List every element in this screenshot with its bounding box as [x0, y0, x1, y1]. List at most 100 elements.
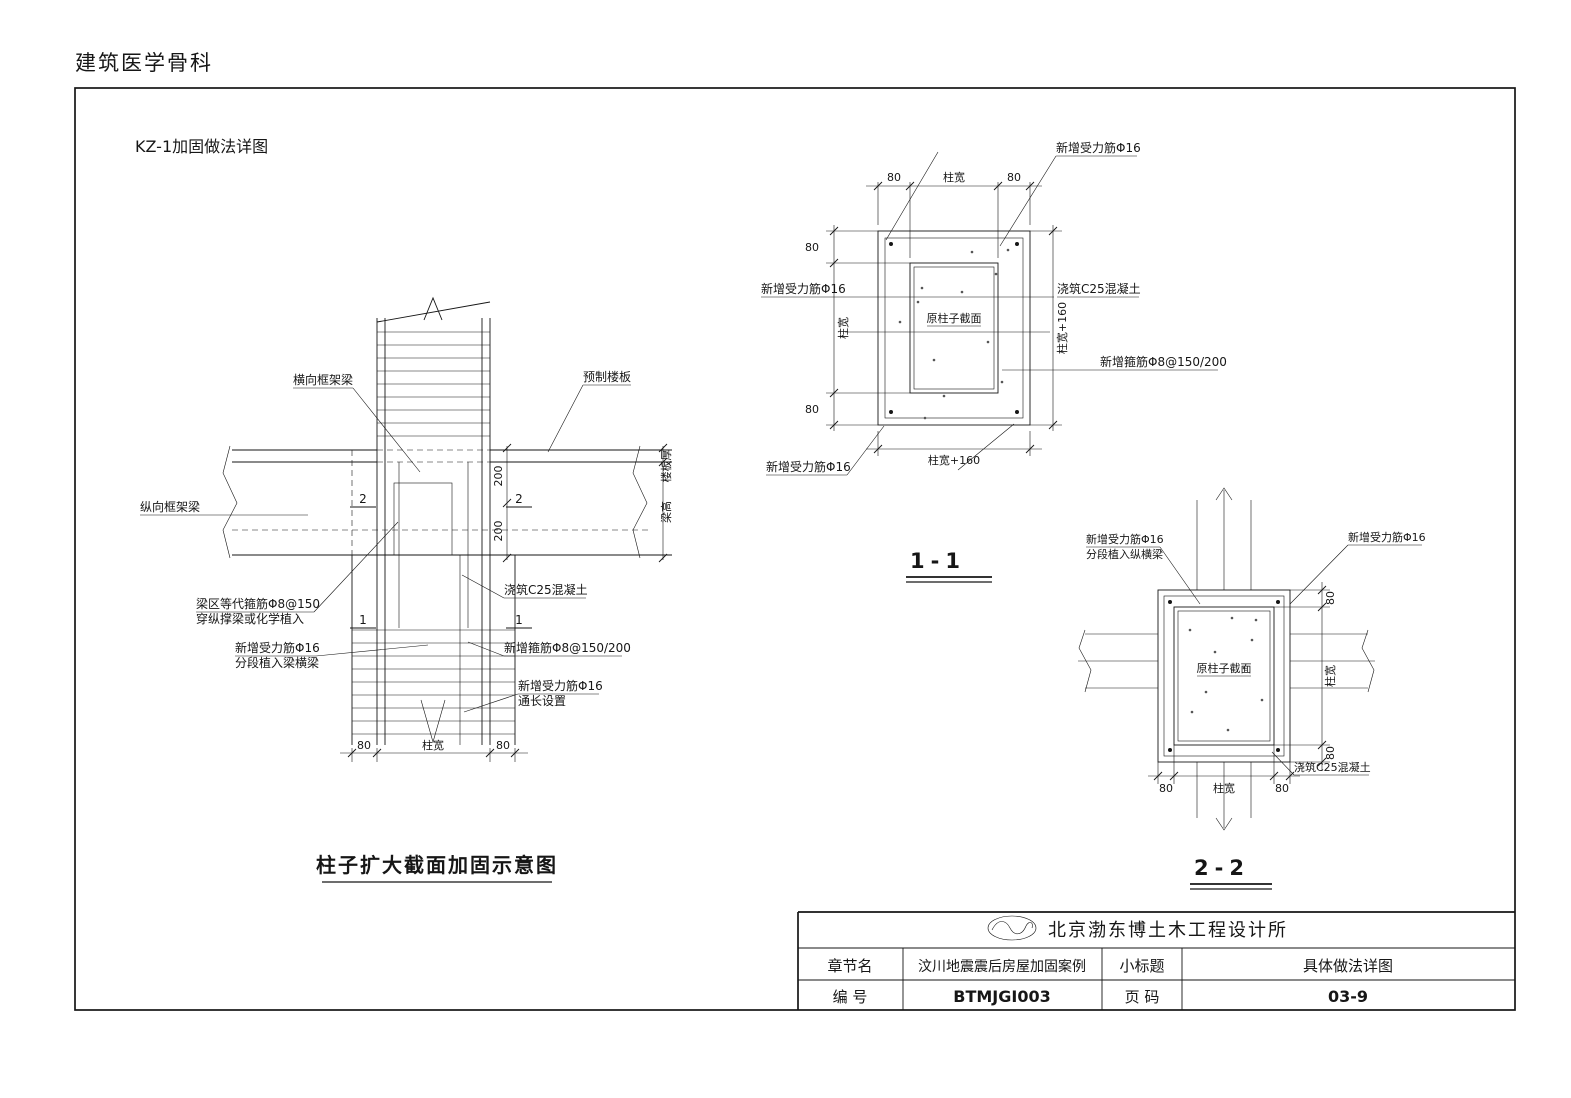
elevation-view: 2 2 1 1 200 200 楼板厚 梁高 80 柱宽 80 横向框架梁 预制… — [140, 296, 673, 883]
label-underlines — [761, 155, 1218, 476]
dim-top-ticks — [873, 181, 1035, 191]
title-block-outline — [797, 911, 1515, 1010]
jacket-outer-rect — [877, 230, 1031, 426]
dim-left-ext — [826, 225, 910, 431]
dim-left-80-top: 80 — [805, 241, 819, 254]
upper-tie-lines — [377, 331, 490, 437]
section-2-2-view: 80 柱宽 80 80 柱宽 80 新增受力筋Φ16 分段植入纵横梁 新增受力筋… — [1078, 487, 1426, 890]
concrete-speckles — [1188, 616, 1264, 732]
dim-left-80-bottom: 80 — [805, 403, 819, 416]
company-name: 北京渤东博土木工程设计所 — [1048, 920, 1288, 941]
label-new-main-bar-full: 新增受力筋Φ16 — [518, 678, 603, 693]
label-new-main-bar-left: 新增受力筋Φ16 — [761, 281, 846, 296]
site-watermark: 建筑医学骨科 — [75, 51, 213, 75]
leader-lines — [200, 384, 584, 713]
label-precast-slab: 预制楼板 — [583, 369, 631, 384]
break-symbols — [1078, 487, 1375, 831]
slab-beam-lines — [232, 449, 672, 556]
section-mark-2-right: 2 — [515, 492, 523, 506]
page-value: 03-9 — [1328, 987, 1368, 1006]
dim-bottom-80-left: 80 — [1159, 782, 1173, 795]
leader-lines — [842, 151, 1100, 476]
label-transverse-frame-beam: 横向框架梁 — [293, 372, 353, 387]
label-beam-zone-stirrup-2: 穿纵撑梁或化学植入 — [196, 611, 304, 626]
dim-right-80-top: 80 — [1324, 591, 1337, 605]
dim-top-80-right: 80 — [1007, 171, 1021, 184]
column-bottom-mark — [420, 699, 446, 744]
original-column-edges — [398, 462, 469, 745]
dim-col-width-label: 柱宽 — [422, 738, 444, 752]
corner-rebar-dots — [889, 242, 1019, 414]
dim-200-ticks — [502, 443, 512, 563]
dim-right-ext — [1274, 582, 1330, 770]
sheet-border — [74, 87, 1516, 1011]
section-1-1-view: 80 柱宽 80 80 柱宽 80 柱宽+160 柱宽+160 新增受力筋Φ16… — [761, 140, 1227, 583]
leader-lines — [1159, 544, 1349, 776]
label-new-main-bar-right: 新增受力筋Φ16 — [1348, 530, 1426, 544]
dim-bottom-col-width: 柱宽 — [1213, 781, 1235, 795]
page-label: 页 码 — [1125, 988, 1160, 1006]
dim-left-ticks — [829, 226, 839, 430]
jacket-edges — [351, 555, 516, 745]
lower-tie-lines — [352, 629, 515, 735]
elevation-caption: 柱子扩大截面加固示意图 — [316, 853, 558, 877]
original-column-rect — [1173, 606, 1275, 746]
label-original-column-section: 原柱子截面 — [927, 311, 982, 325]
dim-bottom-col-plus160: 柱宽+160 — [928, 453, 980, 467]
label-new-main-bar-left: 新增受力筋Φ16 — [1086, 532, 1164, 546]
chapter-value: 汶川地震震后房屋加固案例 — [918, 958, 1086, 975]
dim-bottom-ext — [866, 431, 1042, 456]
label-new-main-bar-beam: 新增受力筋Φ16 — [235, 640, 320, 655]
dim-bottom-80-right: 80 — [1275, 782, 1289, 795]
dim-200-bottom: 200 — [492, 521, 505, 542]
dim-bottom-ext — [1148, 745, 1300, 784]
label-underlines — [1086, 544, 1422, 776]
dim-right-col-plus160: 柱宽+160 — [1055, 302, 1069, 354]
drawing-title: KZ-1加固做法详图 — [135, 137, 268, 156]
label-longitudinal-frame-beam: 纵向框架梁 — [140, 499, 200, 514]
label-underlines — [140, 384, 631, 695]
dim-slab-beam-ticks — [658, 443, 668, 563]
joint-stirrup-box — [393, 482, 453, 556]
number-value: BTMJGI003 — [953, 987, 1050, 1006]
company-logo — [987, 915, 1037, 941]
label-new-main-bar-full-2: 通长设置 — [518, 694, 566, 708]
label-new-stirrup: 新增箍筋Φ8@150/200 — [504, 640, 631, 655]
label-original-column-section: 原柱子截面 — [1197, 661, 1252, 675]
chapter-label: 章节名 — [827, 957, 872, 975]
section-mark-1-right: 1 — [515, 613, 523, 627]
dim-right-ext — [1030, 225, 1062, 431]
hidden-beam-lines — [232, 449, 652, 555]
label-cast-concrete: 浇筑C25混凝土 — [1057, 281, 1141, 296]
original-column-rect-inner — [913, 266, 995, 390]
jacket-inner-rect — [1163, 595, 1285, 757]
dim-bottom-ticks — [1153, 771, 1295, 781]
concrete-speckles — [898, 248, 1010, 420]
dim-200-top: 200 — [492, 466, 505, 487]
dim-bottom-ext — [340, 748, 528, 762]
beam-break-right — [632, 445, 648, 559]
original-column-rect-inner — [1177, 610, 1271, 742]
section-mark-2-left: 2 — [359, 492, 367, 506]
dim-left-col-width: 柱宽 — [836, 317, 850, 339]
dim-bottom-ticks — [347, 748, 520, 758]
label-cast-concrete: 浇筑C25混凝土 — [1294, 760, 1371, 774]
dim-right-ticks — [1317, 585, 1327, 767]
section-1-1-title: 1-1 — [910, 549, 966, 573]
dim-80-right-label: 80 — [496, 739, 510, 752]
dim-right-col-width: 柱宽 — [1323, 665, 1337, 687]
number-label: 编 号 — [833, 988, 868, 1006]
subtitle-label: 小标题 — [1119, 957, 1164, 975]
label-new-main-bar-beam-2: 分段植入梁横梁 — [235, 655, 319, 670]
dim-top-ext — [866, 182, 1042, 258]
dim-bottom-ticks — [873, 444, 1035, 454]
beam-break-left — [222, 445, 238, 559]
label-beam-zone-stirrup: 梁区等代箍筋Φ8@150 — [196, 596, 320, 611]
subtitle-value: 具体做法详图 — [1303, 957, 1393, 975]
dim-80-left-label: 80 — [357, 739, 371, 752]
dim-top-col-width: 柱宽 — [943, 170, 965, 184]
corner-rebar-dots — [1168, 600, 1280, 752]
section-cut-marks — [350, 506, 532, 629]
